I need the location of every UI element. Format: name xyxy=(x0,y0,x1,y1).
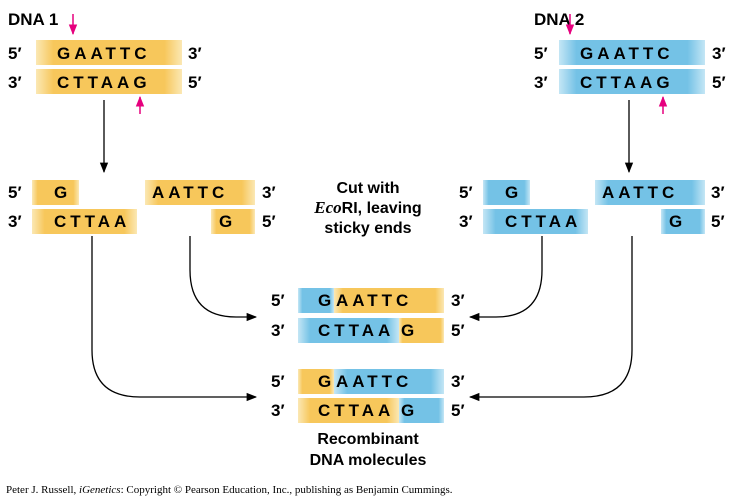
dna1-left-bottom-bases: CTTAA xyxy=(54,212,130,231)
credit-line: Peter J. Russell, iGenetics: Copyright ©… xyxy=(6,484,453,496)
recombinant1-bottom-blue xyxy=(298,318,399,343)
caption-ri-leaving: RI, leaving xyxy=(342,200,422,217)
dna2-bottom-sequence: CTTAAG xyxy=(580,73,674,92)
result-line-1: Recombinant xyxy=(317,431,419,448)
dna2-top-sequence: GAATTC xyxy=(580,44,674,63)
result-line-2: DNA molecules xyxy=(310,452,427,469)
dna2-right-bottom-base: G xyxy=(669,212,686,231)
three-prime-label: 3′ xyxy=(8,212,22,231)
three-prime-label: 3′ xyxy=(712,44,726,63)
credit-author: Peter J. Russell, xyxy=(6,484,80,496)
three-prime-label: 3′ xyxy=(451,291,465,310)
recombinant1-top-aattc: AATTC xyxy=(336,291,412,310)
recombinant1-top-yellow xyxy=(334,288,444,313)
five-prime-label: 5′ xyxy=(451,321,465,340)
five-prime-label: 5′ xyxy=(271,372,285,391)
five-prime-label: 5′ xyxy=(451,401,465,420)
recombinant2-bottom-blue xyxy=(399,398,444,423)
recombinant1-top-blue xyxy=(298,288,334,313)
dna1-left-top-base: G xyxy=(54,183,71,202)
arrow-icon xyxy=(468,236,633,402)
caption-eco: Eco xyxy=(313,198,341,217)
three-prime-label: 3′ xyxy=(451,372,465,391)
dna1-top-strand xyxy=(36,40,182,65)
caption-line-1: Cut with xyxy=(336,180,399,197)
three-prime-label: 3′ xyxy=(262,183,276,202)
arrow-icon xyxy=(91,236,258,402)
five-prime-label: 5′ xyxy=(8,44,22,63)
dna2-label: DNA 2 xyxy=(534,10,584,29)
three-prime-label: 3′ xyxy=(271,401,285,420)
dna1-right-bottom-fragment xyxy=(211,209,255,234)
dna2-right-top-bases: AATTC xyxy=(602,183,678,202)
recombinant2-bottom-cttaa: CTTAA xyxy=(318,401,394,420)
arrow-icon xyxy=(468,236,543,322)
dna1-bottom-strand xyxy=(36,69,182,94)
dna2-right-bottom-fragment xyxy=(661,209,705,234)
dna1-bottom-sequence: CTTAAG xyxy=(57,73,151,92)
three-prime-label: 3′ xyxy=(534,73,548,92)
dna2-bottom-strand xyxy=(559,69,705,94)
three-prime-label: 3′ xyxy=(8,73,22,92)
arrow-icon xyxy=(189,236,258,322)
recombinant1-bottom-cttaa: CTTAA xyxy=(318,321,394,340)
dna2-left-top-fragment xyxy=(483,180,530,205)
three-prime-label: 3′ xyxy=(459,212,473,231)
five-prime-label: 5′ xyxy=(8,183,22,202)
dna1-right-top-bases: AATTC xyxy=(152,183,228,202)
three-prime-label: 3′ xyxy=(188,44,202,63)
recombinant1-bottom-g: G xyxy=(401,321,418,340)
dna1-right-bottom-base: G xyxy=(219,212,236,231)
dna1-left-bottom-fragment xyxy=(32,209,137,234)
five-prime-label: 5′ xyxy=(711,212,725,231)
recombinant2-top-g: G xyxy=(318,372,335,391)
recombinant2-top-aattc: AATTC xyxy=(336,372,412,391)
dna1-top-sequence: GAATTC xyxy=(57,44,151,63)
dna1-label: DNA 1 xyxy=(8,10,58,29)
five-prime-label: 5′ xyxy=(188,73,202,92)
dna2-top-strand xyxy=(559,40,705,65)
credit-rest: : Copyright © Pearson Education, Inc., p… xyxy=(120,484,453,496)
three-prime-label: 3′ xyxy=(711,183,725,202)
dna2-left-top-base: G xyxy=(505,183,522,202)
dna2-left-bottom-bases: CTTAA xyxy=(505,212,581,231)
five-prime-label: 5′ xyxy=(712,73,726,92)
three-prime-label: 3′ xyxy=(271,321,285,340)
dna2-left-bottom-fragment xyxy=(483,209,588,234)
dna2-right-top-fragment xyxy=(595,180,705,205)
recombinant2-top-yellow xyxy=(298,369,334,394)
recombinant1-top-g: G xyxy=(318,291,335,310)
five-prime-label: 5′ xyxy=(271,291,285,310)
five-prime-label: 5′ xyxy=(262,212,276,231)
five-prime-label: 5′ xyxy=(459,183,473,202)
caption-line-2: EcoRI, leaving xyxy=(313,198,421,217)
credit-title: iGenetics xyxy=(79,484,121,496)
dna1-left-top-fragment xyxy=(32,180,79,205)
recombinant2-bottom-g: G xyxy=(401,401,418,420)
recombinant2-bottom-yellow xyxy=(298,398,399,423)
recombinant1-bottom-yellow xyxy=(399,318,444,343)
caption-line-3: sticky ends xyxy=(324,220,411,237)
recombinant2-top-blue xyxy=(334,369,444,394)
five-prime-label: 5′ xyxy=(534,44,548,63)
dna1-right-top-fragment xyxy=(145,180,255,205)
